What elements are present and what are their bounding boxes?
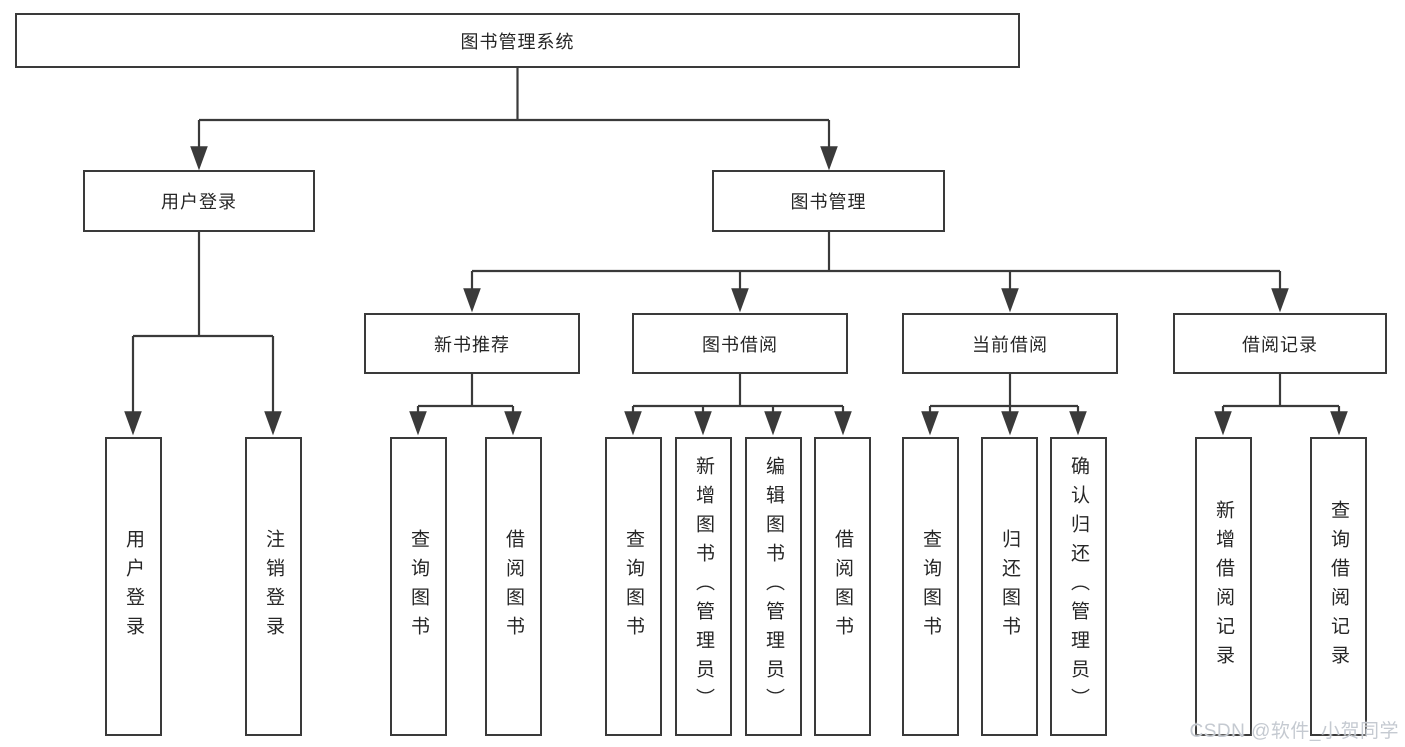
node-label: 查询图书 [408, 528, 429, 645]
node-leaf-user-login: 用户登录 [105, 437, 162, 736]
node-label: 新增借阅记录 [1213, 499, 1234, 674]
node-leaf-borrow-books: 借阅图书 [814, 437, 871, 736]
node-leaf-query-books-recommend: 查询图书 [390, 437, 447, 736]
node-borrow-records: 借阅记录 [1173, 313, 1387, 374]
node-label: 编辑图书（管理员） [763, 456, 784, 717]
node-label: 用户登录 [123, 528, 144, 645]
node-leaf-borrow-books-recommend: 借阅图书 [485, 437, 542, 736]
node-leaf-add-borrow-record: 新增借阅记录 [1195, 437, 1252, 736]
node-current-borrow: 当前借阅 [902, 313, 1118, 374]
node-label: 注销登录 [263, 528, 284, 645]
node-label: 借阅图书 [832, 528, 853, 645]
node-book-borrow: 图书借阅 [632, 313, 848, 374]
node-label: 归还图书 [999, 528, 1020, 645]
node-label: 查询图书 [920, 528, 941, 645]
node-leaf-return-books: 归还图书 [981, 437, 1038, 736]
node-label: 查询图书 [623, 528, 644, 645]
node-label: 确认归还（管理员） [1068, 456, 1089, 717]
node-leaf-confirm-return-admin: 确认归还（管理员） [1050, 437, 1107, 736]
node-leaf-query-borrow-record: 查询借阅记录 [1310, 437, 1367, 736]
node-label: 查询借阅记录 [1328, 499, 1349, 674]
node-leaf-query-books-borrow: 查询图书 [605, 437, 662, 736]
node-label: 新增图书（管理员） [693, 456, 714, 717]
node-leaf-add-books-admin: 新增图书（管理员） [675, 437, 732, 736]
node-leaf-query-books-current: 查询图书 [902, 437, 959, 736]
node-new-book-recommend: 新书推荐 [364, 313, 580, 374]
node-leaf-logout: 注销登录 [245, 437, 302, 736]
node-label: 借阅图书 [503, 528, 524, 645]
node-leaf-edit-books-admin: 编辑图书（管理员） [745, 437, 802, 736]
node-user-login: 用户登录 [83, 170, 315, 232]
watermark: CSDN @软件_小贺同学 [1189, 721, 1399, 742]
node-book-management: 图书管理 [712, 170, 945, 232]
node-library-management-system: 图书管理系统 [15, 13, 1020, 68]
